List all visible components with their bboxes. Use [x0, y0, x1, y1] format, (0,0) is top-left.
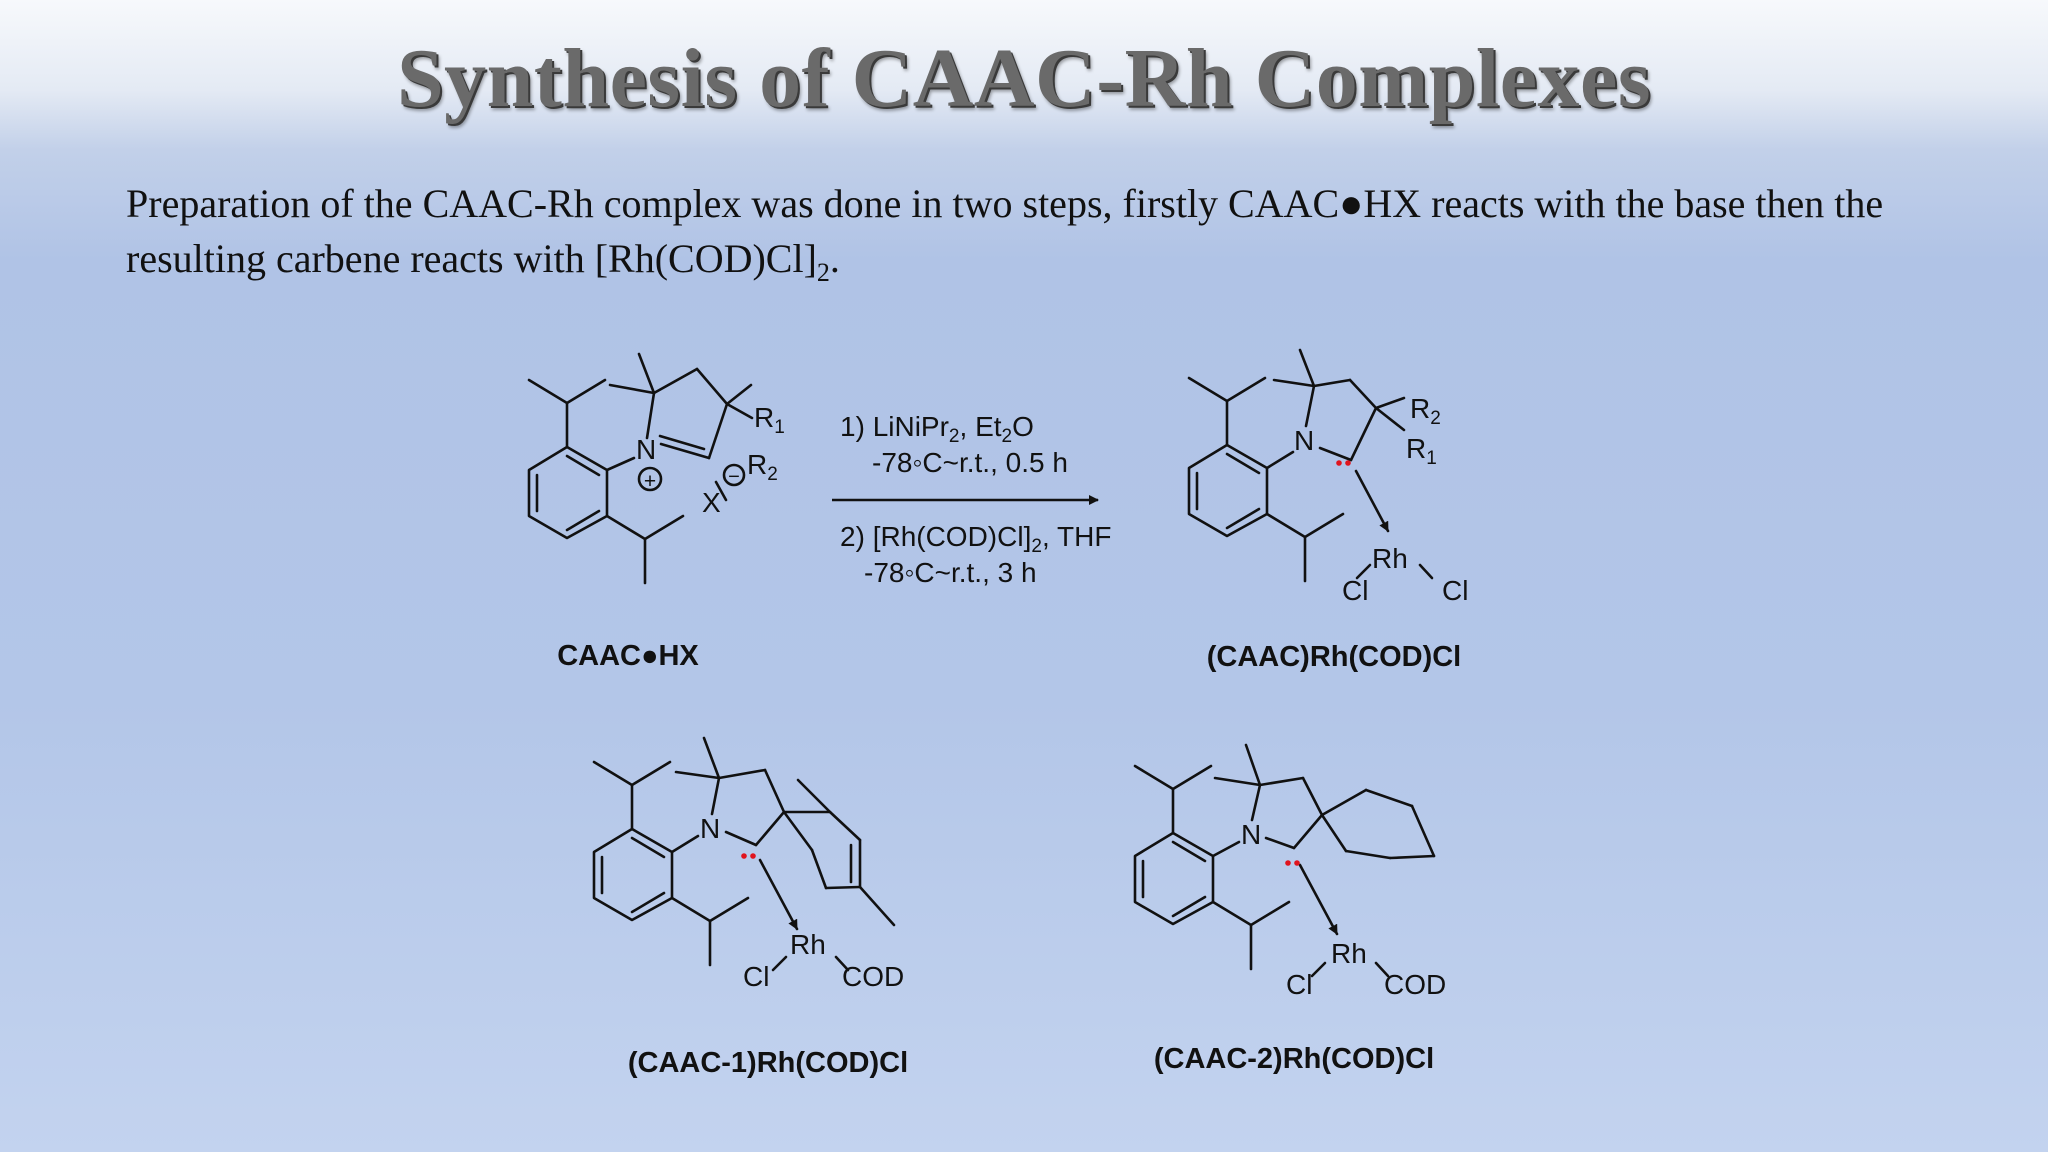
product-structure: N R2 R1 Rh Cl Cl: [1187, 348, 1468, 606]
product-rh-label: Rh: [1372, 543, 1408, 574]
complex2-rh-label: Rh: [1331, 938, 1367, 969]
complex2-cod-label: COD: [1384, 969, 1446, 1000]
product-r1-label: R1: [1406, 433, 1437, 469]
product-cl-right: Cl: [1442, 575, 1468, 606]
intro-tail: .: [829, 236, 840, 281]
reactant-r1-label: R1: [754, 402, 785, 438]
complex1-cl-label: Cl: [743, 961, 769, 992]
product-label: (CAAC)Rh(COD)Cl: [1207, 641, 1462, 673]
plus-charge: +: [644, 470, 656, 493]
step1-conditions: -78◦C~r.t., 0.5 h: [872, 447, 1068, 478]
complex1-cod-label: COD: [842, 961, 904, 992]
complex2-label: (CAAC-2)Rh(COD)Cl: [1154, 1043, 1434, 1075]
step2-reagents: 2) [Rh(COD)Cl]2, THF: [840, 521, 1111, 557]
intro-subscript: 2: [816, 258, 830, 287]
complex1-label: (CAAC-1)Rh(COD)Cl: [628, 1047, 908, 1079]
complex2-cl-label: Cl: [1286, 969, 1312, 1000]
intro-body: Preparation of the CAAC-Rh complex was d…: [126, 181, 1884, 281]
product-cl-left: Cl: [1342, 575, 1368, 606]
product-r2-label: R2: [1410, 393, 1441, 429]
reactant-n-label: N: [636, 434, 656, 465]
product-n-label: N: [1294, 425, 1314, 456]
reactant-structure: N + − R1 R2 X: [527, 352, 785, 585]
step1-reagents: 1) LiNiPr2, Et2O: [840, 411, 1034, 447]
complex1-rh-label: Rh: [790, 929, 826, 960]
reactant-r2-label: R2: [747, 449, 778, 485]
complex2-structure: N Rh Cl COD: [1133, 743, 1446, 1000]
counterion-x-label: X: [702, 487, 721, 518]
intro-text: Preparation of the CAAC-Rh complex was d…: [126, 176, 1956, 300]
reactant-label: CAAC●HX: [557, 640, 699, 672]
complex1-n-label: N: [700, 813, 720, 844]
complex1-structure: N Rh Cl COD: [592, 736, 904, 992]
slide-title: Synthesis of CAAC-Rh Complexes: [396, 32, 1652, 125]
step2-conditions: -78◦C~r.t., 3 h: [864, 557, 1037, 588]
complex2-n-label: N: [1241, 819, 1261, 850]
minus-charge: −: [728, 466, 740, 488]
